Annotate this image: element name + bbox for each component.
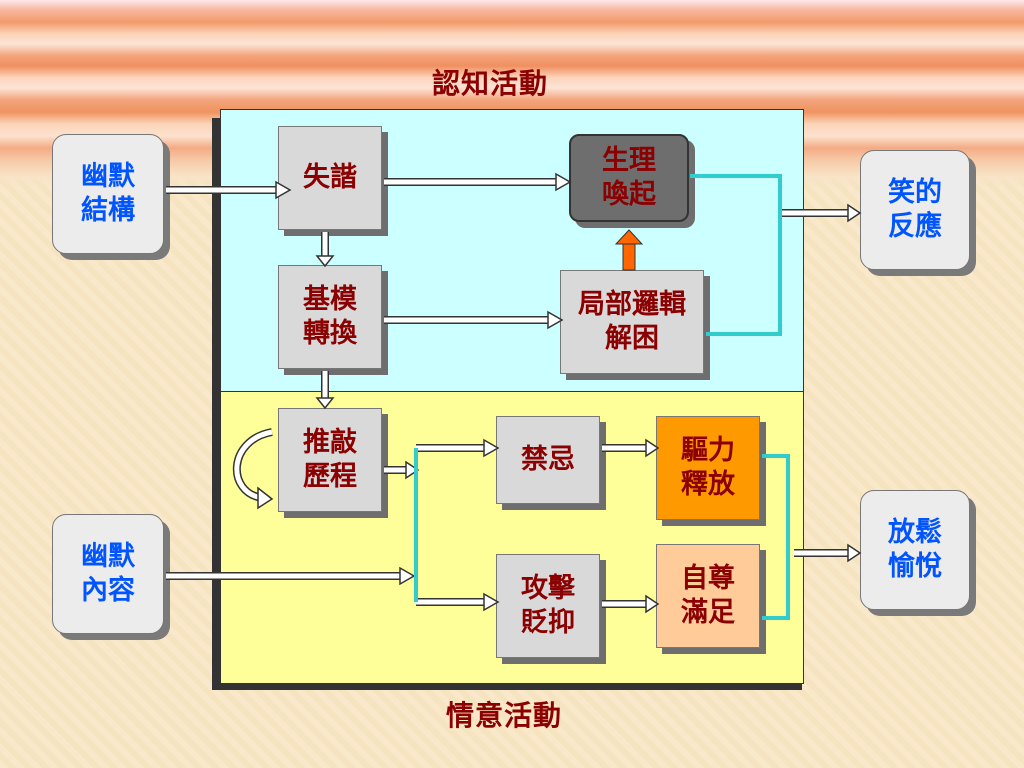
inference-process-box: 推敲 歷程 (278, 408, 382, 512)
cyan-connectors (414, 174, 790, 620)
panel-shadow-bottom (212, 682, 802, 690)
orange-arrow-logic-to-arousal (614, 229, 644, 271)
arrowhead-8 (483, 438, 500, 458)
humor-structure-box: 幽默 結構 (52, 134, 164, 254)
arrowhead-7 (399, 566, 416, 586)
schema-shift-box: 基模 轉換 (278, 265, 382, 369)
cognitive-activity-title: 認知活動 (432, 67, 549, 100)
arrowhead-3 (547, 310, 564, 330)
cognitive-merge-bracket (690, 174, 782, 336)
panel-shadow-left (212, 118, 220, 690)
arrowhead-4 (315, 255, 335, 268)
humor-content-box: 幽默 內容 (52, 514, 164, 634)
arrowhead-5 (315, 397, 335, 410)
arrowhead-12 (847, 203, 862, 223)
arrowhead-11 (645, 594, 660, 614)
inference-loop-arrow (233, 428, 274, 510)
arrowhead-2 (555, 172, 572, 192)
arrowhead-13 (847, 543, 862, 563)
arrowhead-10 (645, 438, 660, 458)
arrow-heads (275, 172, 862, 614)
taboo-box: 禁忌 (496, 416, 600, 504)
arrowhead-6 (405, 460, 420, 480)
incongruity-box: 失諧 (278, 126, 382, 230)
attack-disparage-box: 攻擊 貶抑 (496, 554, 600, 658)
arrowhead-1 (275, 180, 292, 200)
laugh-response-box: 笑的 反應 (860, 150, 970, 270)
self-esteem-box: 自尊 滿足 (656, 544, 760, 648)
emotional-merge-bracket (762, 454, 790, 620)
local-logic-resolution-box: 局部邏輯 解困 (560, 270, 704, 374)
arrowhead-9 (483, 592, 500, 612)
emotional-activity-title: 情意活動 (446, 699, 563, 732)
arousal-box: 生理 喚起 (569, 134, 689, 222)
drive-release-box: 驅力 釋放 (656, 416, 760, 520)
relax-pleasure-box: 放鬆 愉悅 (860, 490, 970, 610)
